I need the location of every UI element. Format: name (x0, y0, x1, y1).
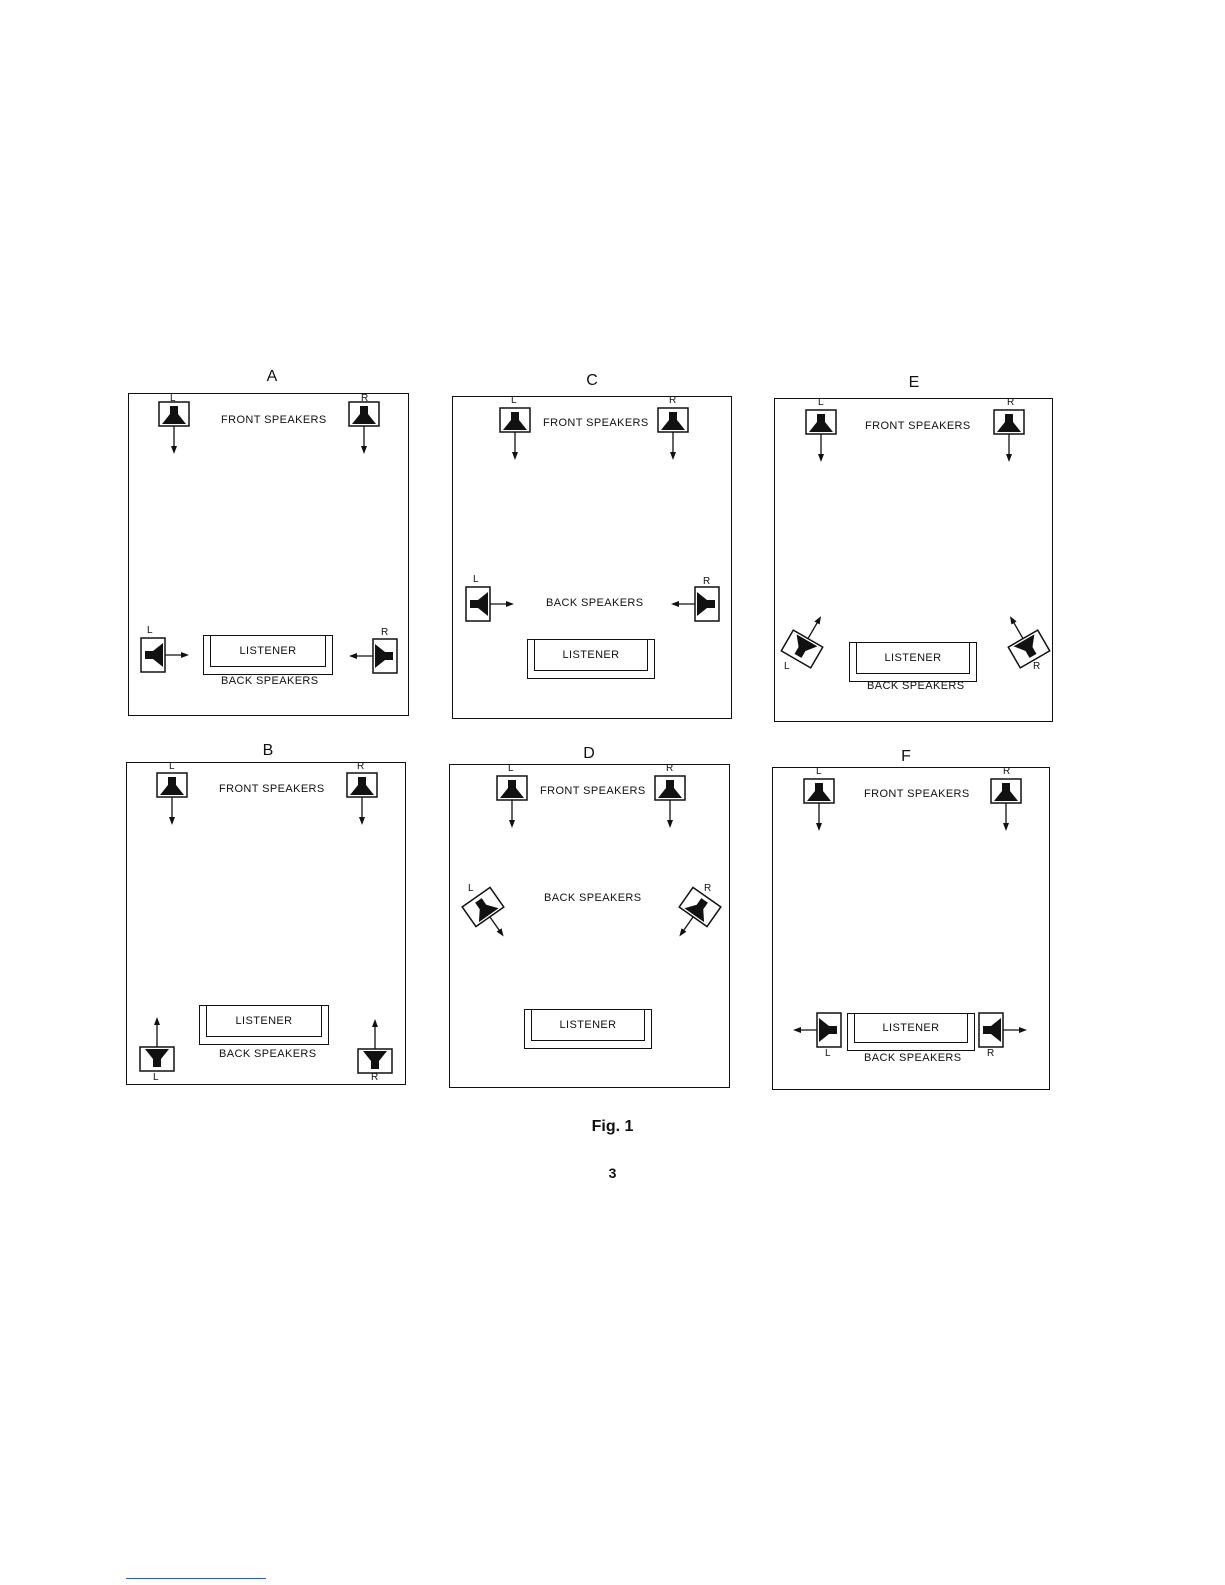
room-diagram-c: L R FRONT SPEAKERS L R BACK SPEAKERS LIS… (452, 396, 732, 719)
back-left-label: L (473, 574, 479, 585)
front-right-label: R (1003, 766, 1010, 777)
front-right-speaker-icon (347, 773, 377, 825)
front-right-speaker-icon (349, 402, 379, 454)
front-left-speaker-icon (804, 779, 834, 831)
front-speakers-label: FRONT SPEAKERS (864, 788, 970, 800)
listener-label: LISTENER (534, 640, 648, 671)
listener-couch: LISTENER (203, 635, 333, 675)
back-left-label: L (784, 661, 790, 672)
listener-couch: LISTENER (524, 1009, 652, 1049)
front-left-speaker-icon (806, 410, 836, 462)
front-speakers-label: FRONT SPEAKERS (221, 414, 327, 426)
front-speakers-label: FRONT SPEAKERS (865, 420, 971, 432)
front-left-speaker-icon (159, 402, 189, 454)
back-speakers-label: BACK SPEAKERS (219, 1048, 317, 1060)
back-left-speaker-icon (781, 608, 835, 668)
panel-title-e: E (894, 374, 934, 392)
back-speakers-label: BACK SPEAKERS (221, 675, 319, 687)
listener-couch: LISTENER (847, 1013, 975, 1051)
panel-title-a: A (252, 368, 292, 386)
panel-title-b: B (248, 742, 288, 760)
back-left-speaker-icon (140, 1017, 174, 1071)
front-speakers-label: FRONT SPEAKERS (540, 785, 646, 797)
front-speakers-label: FRONT SPEAKERS (219, 783, 325, 795)
back-right-label: R (371, 1072, 378, 1083)
front-right-label: R (361, 393, 368, 404)
room-diagram-d: L R FRONT SPEAKERS L R BACK SPEAKERS LIS… (449, 764, 730, 1088)
front-right-label: R (666, 763, 673, 774)
back-left-speaker-icon (141, 638, 189, 672)
front-left-speaker-icon (500, 408, 530, 460)
back-speakers-label: BACK SPEAKERS (864, 1052, 962, 1064)
listener-label: LISTENER (206, 1006, 322, 1037)
front-left-label: L (816, 766, 822, 777)
listener-label: LISTENER (531, 1010, 645, 1041)
back-left-label: L (468, 883, 474, 894)
front-right-speaker-icon (991, 779, 1021, 831)
front-left-label: L (818, 397, 824, 408)
room-diagram-b: L R FRONT SPEAKERS LISTENER BACK SPEAKER… (126, 762, 406, 1085)
back-left-speaker-icon (793, 1013, 841, 1047)
back-left-speaker-icon (462, 887, 517, 946)
back-left-speaker-icon (466, 587, 514, 621)
back-right-label: R (704, 883, 711, 894)
room-diagram-a: L R FRONT SPEAKERS L R LISTENER BACK SPE… (128, 393, 409, 716)
back-right-speaker-icon (979, 1013, 1027, 1047)
figure-caption: Fig. 1 (0, 1118, 1225, 1136)
back-right-speaker-icon (995, 608, 1049, 668)
front-left-label: L (169, 761, 175, 772)
back-right-speaker-icon (665, 887, 720, 946)
front-right-label: R (669, 395, 676, 406)
back-right-speaker-icon (358, 1019, 392, 1073)
back-right-label: R (381, 627, 388, 638)
front-left-label: L (170, 393, 176, 404)
back-right-label: R (987, 1048, 994, 1059)
back-left-label: L (825, 1048, 831, 1059)
front-left-label: L (511, 395, 517, 406)
back-speakers-label: BACK SPEAKERS (544, 892, 642, 904)
front-right-speaker-icon (655, 776, 685, 828)
front-left-speaker-icon (157, 773, 187, 825)
back-right-label: R (703, 576, 710, 587)
listener-couch: LISTENER (849, 642, 977, 682)
listener-couch: LISTENER (199, 1005, 329, 1045)
panel-title-d: D (569, 745, 609, 763)
front-right-label: R (357, 761, 364, 772)
listener-label: LISTENER (210, 636, 326, 667)
front-left-label: L (508, 763, 514, 774)
room-diagram-f: L R FRONT SPEAKERS LISTENER L R BACK SPE… (772, 767, 1050, 1090)
back-speakers-label: BACK SPEAKERS (546, 597, 644, 609)
room-diagram-e: L R FRONT SPEAKERS LISTENER L R BACK SPE… (774, 398, 1053, 722)
back-right-speaker-icon (671, 587, 719, 621)
front-speakers-label: FRONT SPEAKERS (543, 417, 649, 429)
front-left-speaker-icon (497, 776, 527, 828)
front-right-speaker-icon (658, 408, 688, 460)
back-right-speaker-icon (349, 639, 397, 673)
front-right-speaker-icon (994, 410, 1024, 462)
panel-title-c: C (572, 372, 612, 390)
back-right-label: R (1033, 661, 1040, 672)
back-left-label: L (153, 1072, 159, 1083)
front-right-label: R (1007, 397, 1014, 408)
listener-label: LISTENER (854, 1014, 968, 1043)
back-speakers-label: BACK SPEAKERS (867, 680, 965, 692)
panel-title-f: F (886, 748, 926, 766)
footer-rule (126, 1578, 266, 1579)
back-left-label: L (147, 625, 153, 636)
page-number: 3 (0, 1165, 1225, 1181)
listener-label: LISTENER (856, 643, 970, 674)
listener-couch: LISTENER (527, 639, 655, 679)
